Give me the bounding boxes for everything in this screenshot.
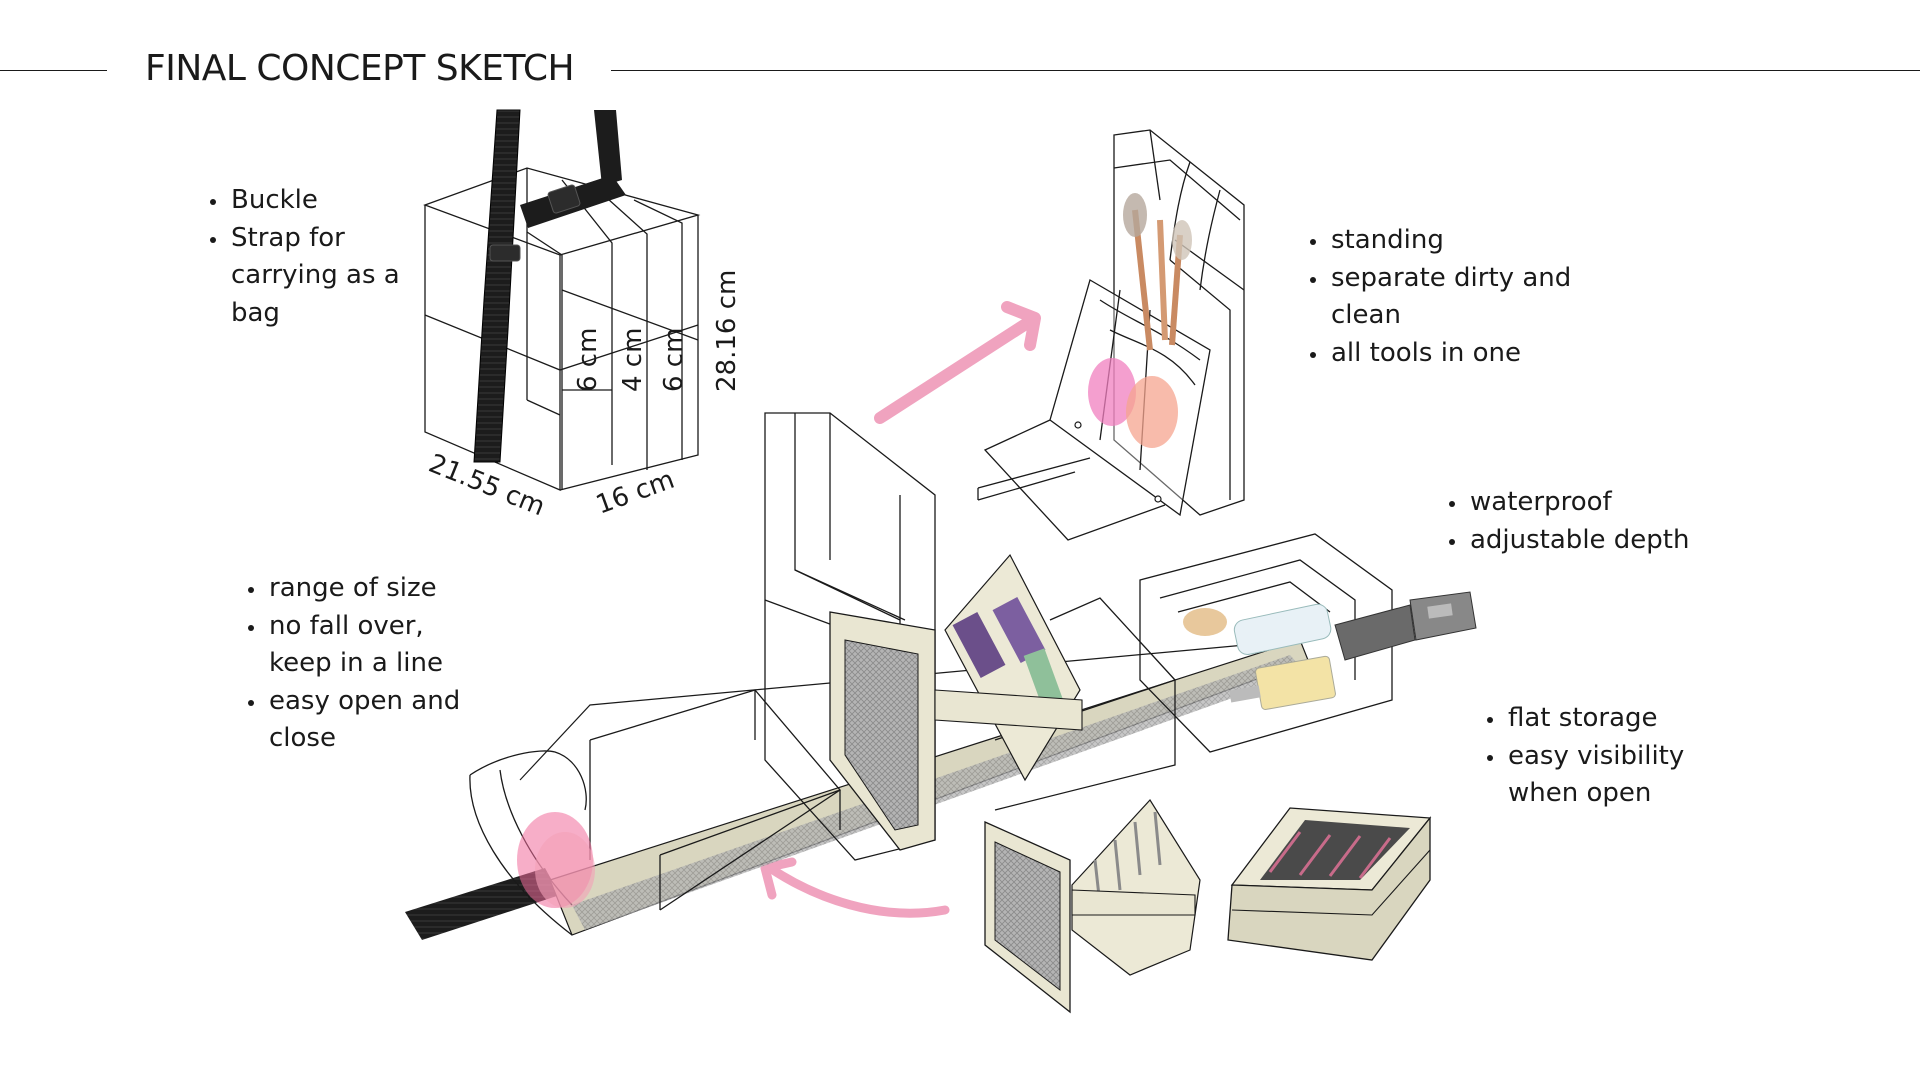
note-item: flat storage: [1506, 700, 1706, 738]
note-item: adjustable depth: [1468, 522, 1768, 560]
note-item: easy open and close: [267, 683, 467, 758]
tray-notes: waterproof adjustable depth: [1436, 484, 1768, 559]
arrow-up-right-icon: [874, 301, 1041, 424]
note-item: range of size: [267, 570, 467, 608]
note-item: waterproof: [1468, 484, 1768, 522]
dimension-section-3: 6 cm: [659, 328, 689, 392]
tray-buckle-icon: [1334, 591, 1477, 661]
compact-icon: [517, 812, 595, 908]
skincare-bottles-icon: [1183, 603, 1336, 710]
lipstick-rack: [1071, 799, 1201, 976]
page-title: FINAL CONCEPT SKETCH: [145, 48, 575, 89]
stand-notes: standing separate dirty and clean all to…: [1297, 222, 1629, 372]
bag-strap: [473, 109, 626, 463]
note-item: Strap for carrying as a bag: [229, 220, 449, 333]
bag-notes: Buckle Strap for carrying as a bag: [197, 182, 449, 332]
note-item: standing: [1329, 222, 1629, 260]
bag-wireframe: [423, 167, 701, 491]
note-item: Buckle: [229, 182, 449, 220]
bottom-strap: [405, 868, 560, 940]
flat-notes: flat storage easy visibility when open: [1474, 700, 1706, 813]
header-rule-right: [611, 70, 1920, 71]
eyeshadow-palette: [934, 553, 1083, 782]
flat-storage-box: [1227, 807, 1432, 961]
header-rule-left: [0, 70, 107, 71]
arrow-curved-left-icon: [760, 857, 950, 918]
beauty-sponge-icon: [1088, 358, 1178, 448]
note-item: easy visibility when open: [1506, 738, 1706, 813]
dimension-section-2: 4 cm: [618, 328, 648, 392]
note-item: separate dirty and clean: [1329, 260, 1629, 335]
mirror-panel: [829, 611, 936, 851]
note-item: all tools in one: [1329, 335, 1629, 373]
note-item: no fall over, keep in a line: [267, 608, 467, 683]
dimension-height: 28.16 cm: [712, 270, 742, 392]
dimension-section-1: 6 cm: [573, 328, 603, 392]
dimension-width: 16 cm: [592, 465, 678, 521]
makeup-brush-icon: [1123, 193, 1192, 351]
hinge-icon: [1074, 421, 1162, 503]
buckle-icon: [489, 184, 581, 262]
flat-mirror: [984, 820, 1071, 1014]
compartment-notes: range of size no fall over, keep in a li…: [235, 570, 467, 758]
